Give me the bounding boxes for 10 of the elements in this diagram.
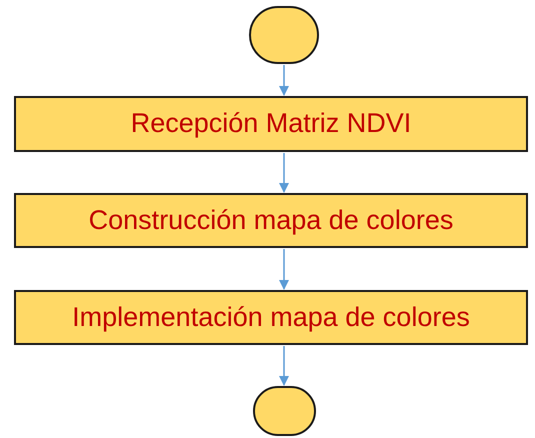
- process-box: [14, 193, 528, 248]
- arrow: [279, 153, 289, 193]
- arrow: [279, 65, 289, 96]
- process-box: [14, 290, 528, 345]
- process-box: [14, 96, 528, 152]
- arrow: [279, 346, 289, 386]
- process-label: Implementación mapa de colores: [72, 300, 470, 334]
- process-label: Recepción Matriz NDVI: [130, 107, 412, 140]
- arrow: [279, 249, 289, 290]
- process-label: Construcción mapa de colores: [88, 204, 454, 237]
